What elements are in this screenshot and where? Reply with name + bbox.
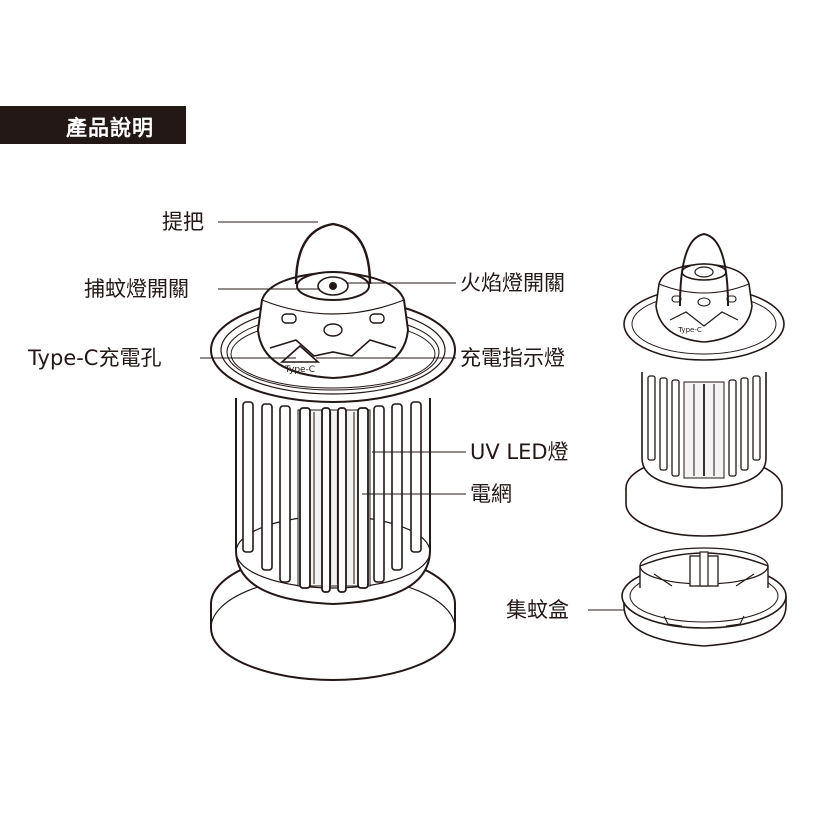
- label-flame-switch: 火焰燈開關: [460, 271, 565, 295]
- main-handle: [294, 222, 372, 285]
- main-port-marking: Type-C: [284, 365, 315, 375]
- label-charge-indicator: 充電指示燈: [460, 346, 565, 370]
- label-grid: 電網: [470, 482, 512, 506]
- section-header-bar: 產品說明: [0, 106, 186, 144]
- label-collector: 集蚊盒: [506, 598, 569, 622]
- label-uv-led: UV LED燈: [470, 440, 569, 464]
- section-title: 產品說明: [66, 116, 154, 140]
- label-handle: 提把: [162, 210, 204, 234]
- leader-lines: [200, 221, 656, 611]
- collector-box-drawing: [621, 547, 787, 647]
- label-mosquito-switch: 捕蚊燈開關: [84, 277, 189, 301]
- secondary-lamp: Type-C: [623, 232, 785, 537]
- main-lamp: Type-C: [210, 222, 456, 681]
- secondary-port-marking: Type-C: [677, 326, 702, 334]
- label-typec-port: Type-C充電孔: [28, 346, 162, 370]
